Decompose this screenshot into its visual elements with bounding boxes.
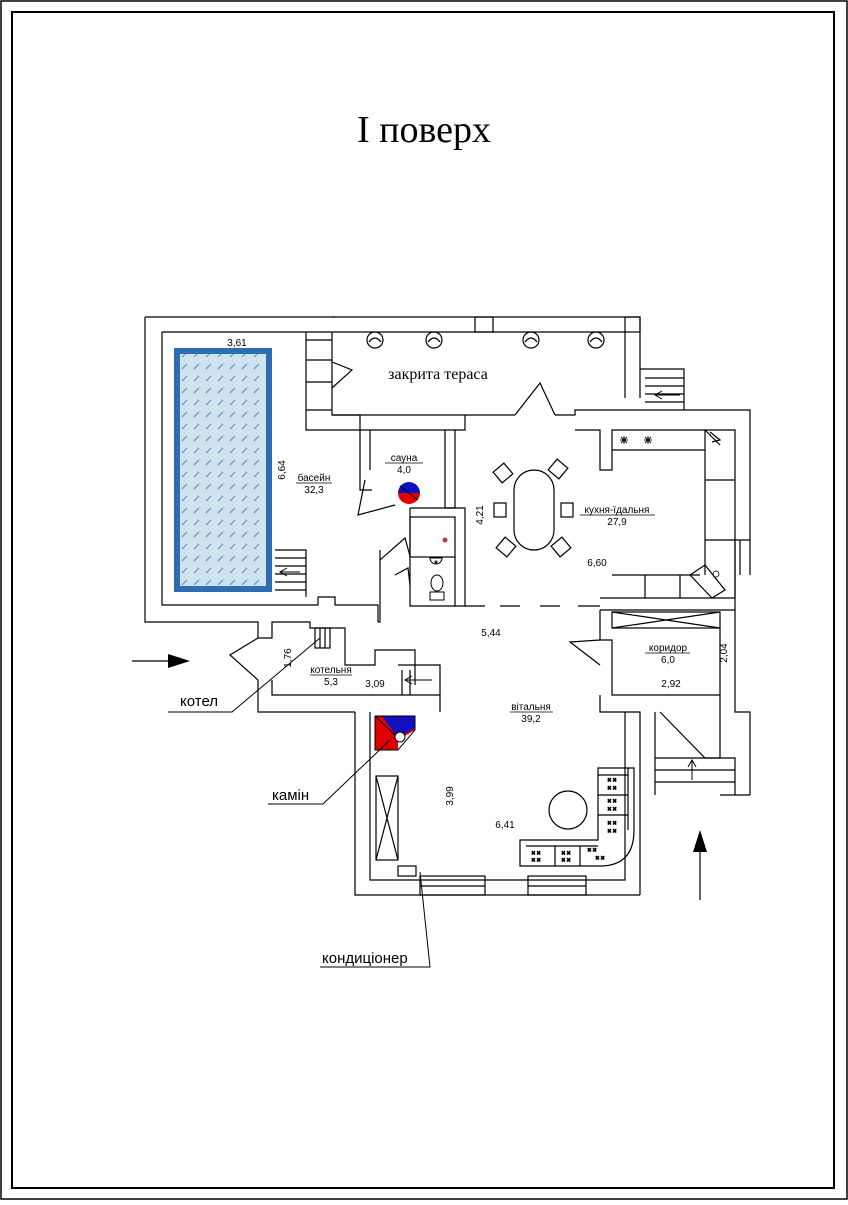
svg-text:× ×: × ×: [532, 858, 541, 864]
fireplace-icon: [374, 715, 416, 751]
entrance-arrow-left: [132, 654, 190, 668]
kitchen-width-dim: 6,60: [587, 558, 607, 569]
chair-icon: [493, 502, 507, 518]
living-height-dim: 3,99: [445, 786, 456, 806]
pool-length-dim: 6,64: [277, 460, 288, 480]
kitchen-name: кухня-їдальня: [585, 505, 650, 516]
corridor-width-dim: 2,92: [661, 679, 681, 690]
boiler-width-dim: 3,09: [365, 679, 385, 690]
svg-text:× ×: × ×: [588, 848, 597, 854]
living-area: 39,2: [521, 714, 541, 725]
stair-arrows: [278, 390, 697, 780]
entrance-arrow-bottom: [693, 830, 707, 900]
boiler-room-name: котельня: [310, 665, 352, 676]
svg-text:× ×: × ×: [608, 778, 617, 784]
dining-table: [492, 458, 574, 558]
shower-drain-icon: [442, 537, 448, 543]
corridor-height-dim: 2,04: [719, 643, 730, 663]
stove-icon: [620, 436, 652, 444]
living-width-dim: 6,41: [495, 820, 515, 831]
chair-icon: [547, 458, 569, 480]
living-top-dim: 5,44: [481, 628, 501, 639]
boiler-height-dim: 1,76: [283, 648, 294, 668]
callout-leaders: [168, 637, 431, 968]
inner-frame: [11, 11, 835, 1189]
corner-sink-icon: [712, 570, 720, 578]
living-name: вітальня: [511, 702, 551, 713]
page-title: І поверх: [356, 109, 492, 151]
svg-text:× ×: × ×: [608, 786, 617, 792]
svg-text:× ×: × ×: [562, 851, 571, 857]
air-conditioner-callout: кондиціонер: [322, 950, 408, 967]
sauna-heater-icon: [398, 482, 420, 504]
svg-text:× ×: × ×: [562, 858, 571, 864]
svg-text:× ×: × ×: [608, 821, 617, 827]
kitchen-area: 27,9: [607, 517, 627, 528]
pool-room-name: басейн: [298, 472, 331, 484]
chair-icon: [495, 536, 517, 558]
fireplace-callout: камін: [272, 787, 309, 804]
corridor-area: 6,0: [661, 655, 675, 666]
terrace-plants: [366, 331, 605, 349]
terrace-name: закрита тераса: [388, 366, 488, 383]
pool-stair: [275, 549, 307, 597]
corner-sofa: × ×× × × ×× × × ×× × × ×× × × ×× × × ×× …: [519, 767, 635, 867]
sauna-area: 4,0: [397, 465, 411, 476]
pool: [174, 348, 272, 592]
chair-icon: [550, 536, 572, 558]
washbasin-icon: [429, 557, 443, 565]
svg-text:× ×: × ×: [596, 856, 605, 862]
chair-icon: [492, 462, 514, 484]
svg-text:× ×: × ×: [608, 799, 617, 805]
svg-text:× ×: × ×: [608, 829, 617, 835]
pool-width-dim: 3,61: [227, 338, 247, 349]
corridor-name: коридор: [649, 643, 688, 654]
toilet-icon: [429, 574, 445, 601]
svg-text:× ×: × ×: [608, 807, 617, 813]
boiler-callout: котел: [180, 693, 218, 710]
chair-icon: [560, 502, 574, 518]
pool-room-area: 32,3: [304, 485, 324, 496]
kitchen-height-dim: 4,21: [475, 505, 486, 525]
sauna-name: сауна: [391, 453, 418, 464]
svg-text:× ×: × ×: [532, 851, 541, 857]
boiler-room-area: 5,3: [324, 677, 338, 688]
labels: 3,61 6,64 басейн 32,3 сауна 4,0 4,21 кух…: [227, 338, 730, 831]
walls: [144, 316, 751, 896]
